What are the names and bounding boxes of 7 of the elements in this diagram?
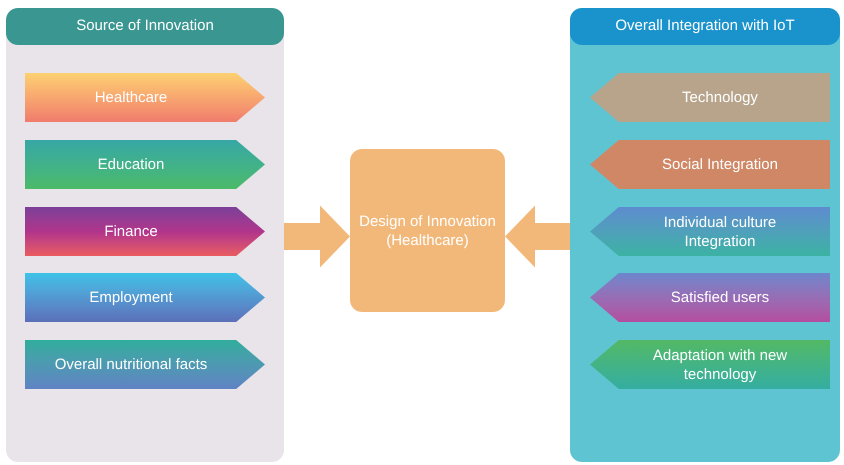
block-arrow bbox=[284, 206, 350, 268]
panel-header: Overall Integration with IoT bbox=[570, 8, 840, 45]
panel bbox=[570, 8, 840, 462]
process-box: Design of Innovation (Healthcare) bbox=[350, 149, 505, 312]
block-arrow bbox=[505, 206, 570, 268]
panel bbox=[6, 8, 284, 462]
panel-header: Source of Innovation bbox=[6, 8, 284, 45]
